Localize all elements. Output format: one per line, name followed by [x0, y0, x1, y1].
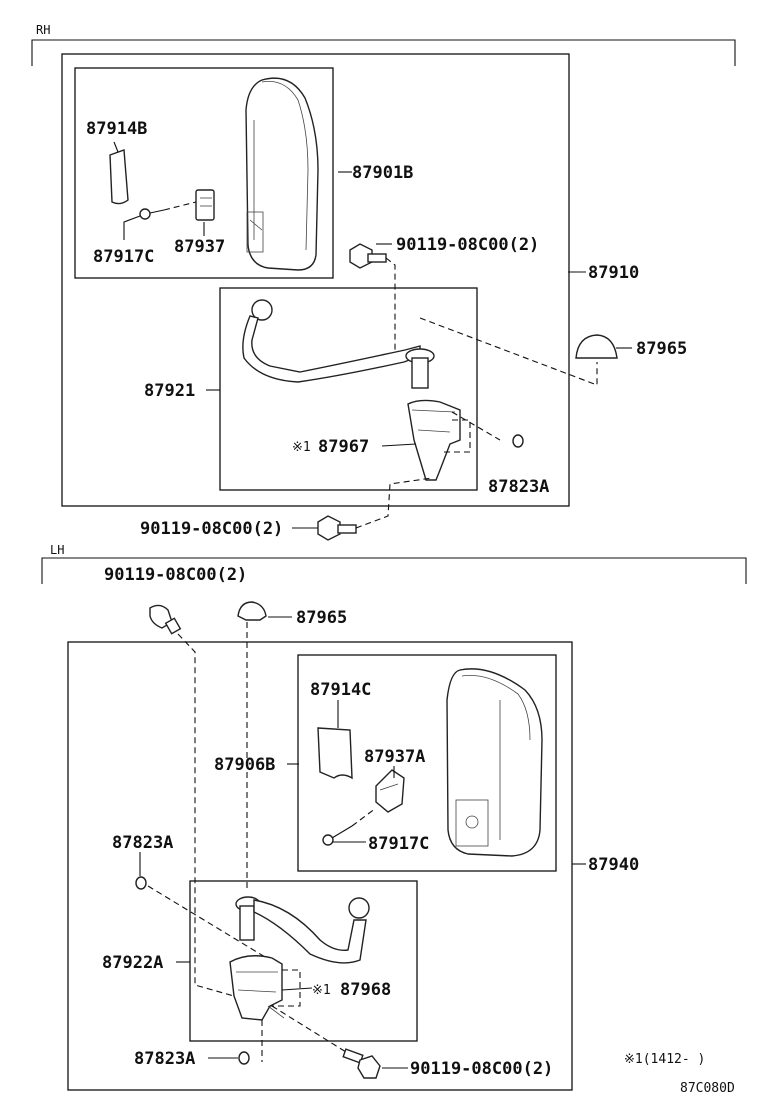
rh-cap-part	[575, 334, 618, 359]
rh-washer-label: 87823A	[488, 477, 549, 497]
lh-bolt-bottom-label: 90119-08C00(2)	[410, 1059, 553, 1079]
lh-bolt-bottom-part	[342, 1048, 381, 1079]
rh-section-label: RH	[36, 23, 50, 37]
rh-washer-part	[512, 434, 524, 448]
rh-assembly-box	[61, 53, 570, 507]
rh-section: RH	[31, 23, 736, 541]
rh-mirror-box	[74, 67, 334, 279]
lh-washer-bottom-part	[238, 1051, 250, 1065]
lh-mirror-label: 87906B	[214, 755, 275, 775]
lh-section-bracket	[41, 557, 747, 584]
lh-section: LH	[41, 543, 747, 1091]
lh-bolt-top-label: 90119-08C00(2)	[104, 565, 247, 585]
rh-cap-dash	[419, 317, 598, 386]
lh-leader-sub	[281, 987, 313, 991]
lh-screw-dash	[351, 807, 377, 827]
rh-stay-arm	[242, 299, 435, 389]
lh-cover-label: 87914C	[310, 680, 371, 700]
lh-stay-label: 87922A	[102, 953, 163, 973]
rh-screw-label: 87917C	[93, 247, 154, 267]
rh-bolt-bottom-dash	[355, 477, 433, 529]
rh-bracket-part	[195, 189, 215, 221]
lh-cover-part	[317, 727, 353, 780]
rh-leader-cover	[113, 141, 119, 153]
rh-base-dash	[440, 419, 471, 453]
rh-cover-label: 87914B	[86, 119, 147, 139]
rh-bolt-top-label: 90119-08C00(2)	[396, 235, 539, 255]
rh-stay-label: 87921	[144, 381, 195, 401]
rh-bolt-top-part	[349, 243, 387, 269]
rh-bracket-label: 87937	[174, 237, 225, 257]
lh-mark: ※1	[312, 983, 331, 998]
rh-sub-label: 87967	[318, 437, 369, 457]
lh-assy-label: 87940	[588, 855, 639, 875]
rh-cover-part	[109, 149, 129, 205]
lh-base-dash	[270, 969, 301, 1007]
rh-screw-dash	[163, 201, 197, 211]
lh-washer-bottom-label: 87823A	[134, 1049, 195, 1069]
lh-washer-top-part	[135, 876, 147, 890]
lh-bracket-part	[375, 769, 405, 813]
rh-mirror-head	[245, 77, 319, 271]
rh-bolt-bottom-label: 90119-08C00(2)	[140, 519, 283, 539]
diagram-code: 87C080D	[680, 1081, 735, 1096]
lh-bolt-top-dash	[177, 633, 249, 1001]
rh-bolt-bottom-part	[317, 515, 357, 541]
lh-bolt-bottom-dash	[271, 1005, 347, 1053]
lh-stay-box	[189, 880, 418, 1042]
rh-mirror-label: 87901B	[352, 163, 413, 183]
rh-mark: ※1	[292, 440, 311, 455]
lh-cap-label: 87965	[296, 608, 347, 628]
lh-stay-base	[229, 955, 285, 1021]
rh-section-bracket	[31, 39, 736, 66]
rh-stay-base	[407, 399, 461, 481]
lh-screw-part	[322, 825, 353, 846]
lh-assembly-box	[67, 641, 573, 1091]
rh-leader-sub	[381, 443, 417, 447]
footnote: ※1(1412- )	[624, 1052, 705, 1067]
lh-stay-arm	[235, 896, 370, 964]
lh-mirror-head	[446, 668, 543, 857]
lh-screw-label: 87917C	[368, 834, 429, 854]
lh-washer-top-dash	[147, 885, 271, 961]
lh-section-label: LH	[50, 543, 64, 557]
rh-bolt-top-dash	[385, 257, 396, 350]
lh-mirror-box	[297, 654, 557, 872]
rh-leader-screw	[123, 215, 141, 240]
rh-assy-label: 87910	[588, 263, 639, 283]
rh-cap-label: 87965	[636, 339, 687, 359]
lh-sub-label: 87968	[340, 980, 391, 1000]
lh-washer-top-label: 87823A	[112, 833, 173, 853]
lh-cap-part	[237, 601, 267, 621]
lh-bolt-top-part	[149, 604, 182, 635]
lh-bracket-label: 87937A	[364, 747, 425, 767]
rh-screw-part	[139, 208, 165, 220]
rh-stay-box	[219, 287, 478, 491]
